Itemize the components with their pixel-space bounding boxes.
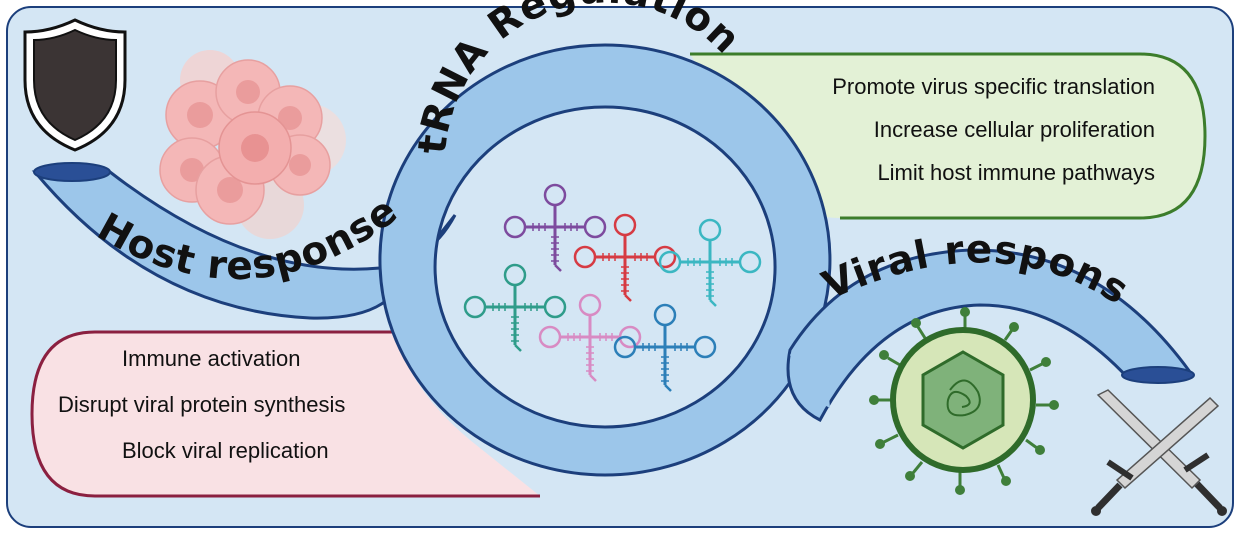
viral-effect-item: Promote virus specific translation	[832, 74, 1155, 99]
viral-band-segment	[786, 248, 1193, 422]
viral-effects-box: Promote virus specific translation Incre…	[690, 52, 1207, 220]
host-effect-item: Immune activation	[122, 346, 301, 371]
host-effect-item: Disrupt viral protein synthesis	[58, 392, 345, 417]
shield-icon	[23, 18, 127, 152]
host-effect-item: Block viral replication	[122, 438, 329, 463]
crossed-swords-icon	[1091, 389, 1227, 516]
virus-icon	[869, 307, 1059, 495]
cell-cluster-icon	[159, 50, 346, 239]
host-band-end	[33, 162, 111, 182]
ribbon-band	[31, 43, 1195, 477]
viral-band-end	[1121, 366, 1195, 384]
host-effects-box: Immune activation Disrupt viral protein …	[30, 330, 540, 498]
viral-effect-item: Limit host immune pathways	[877, 160, 1155, 185]
viral-effect-item: Increase cellular proliferation	[874, 117, 1155, 142]
regulation-ring	[378, 43, 832, 477]
